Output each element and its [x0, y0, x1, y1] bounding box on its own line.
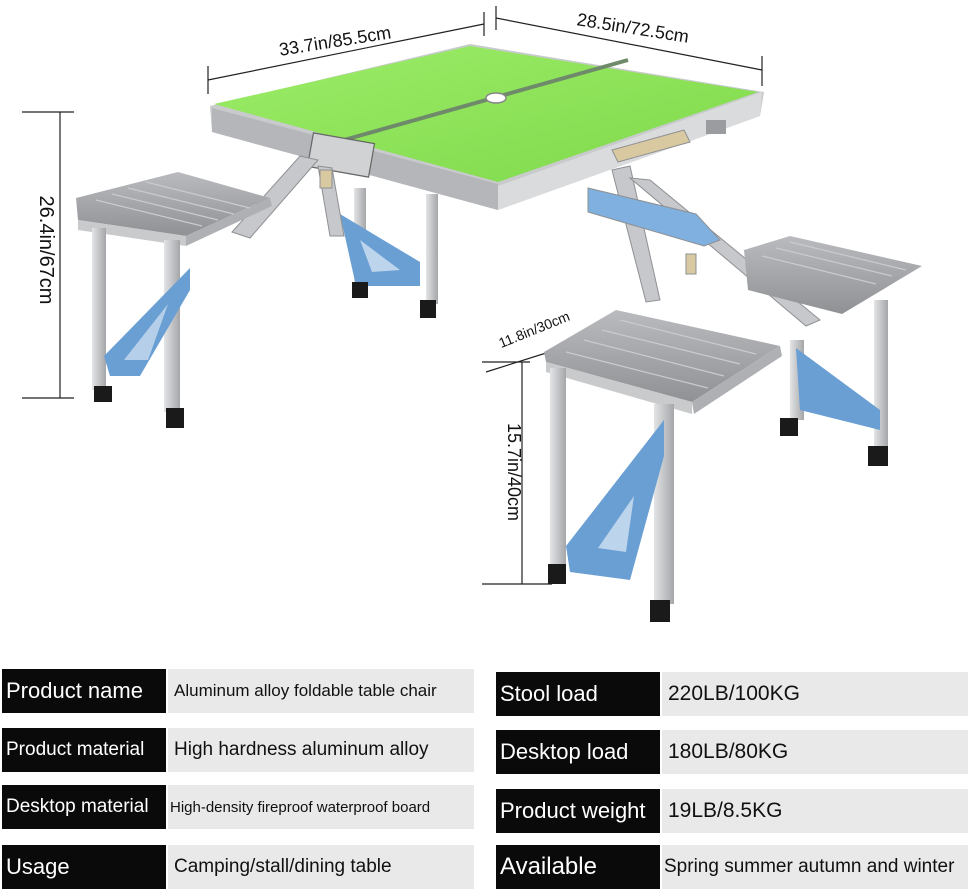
left-stool	[76, 172, 272, 428]
right-front-stool	[544, 236, 922, 622]
spec-row-available: Available Spring summer autumn and winte…	[496, 845, 968, 889]
spec-label: Usage	[2, 845, 166, 889]
spec-label: Product name	[2, 669, 166, 713]
spec-label: Product weight	[496, 789, 660, 833]
spec-value: Spring summer autumn and winter	[662, 845, 968, 889]
product-illustration: 33.7in/85.5cm 28.5in/72.5cm 26.4in/67cm …	[22, 6, 922, 622]
spec-value: 180LB/80KG	[662, 730, 968, 774]
spec-row-product-weight: Product weight 19LB/8.5KG	[496, 789, 968, 833]
width-dimension-label: 28.5in/72.5cm	[576, 9, 691, 46]
spec-label: Stool load	[496, 672, 660, 716]
spec-label: Desktop load	[496, 730, 660, 774]
seat-height-label: 15.7in/40cm	[504, 423, 524, 521]
spec-row-desktop-load: Desktop load 180LB/80KG	[496, 730, 968, 774]
spec-row-stool-load: Stool load 220LB/100KG	[496, 672, 968, 716]
spec-label: Available	[496, 845, 660, 889]
spec-row-product-name: Product name Aluminum alloy foldable tab…	[2, 669, 474, 713]
spec-label: Product material	[2, 728, 166, 772]
table-height-label: 26.4in/67cm	[35, 196, 57, 305]
spec-label: Desktop material	[2, 785, 166, 829]
spec-row-usage: Usage Camping/stall/dining table	[2, 845, 474, 889]
spec-row-desktop-material: Desktop material High-density fireproof …	[2, 785, 474, 829]
spec-value: Camping/stall/dining table	[168, 845, 474, 889]
spec-row-product-material: Product material High hardness aluminum …	[2, 728, 474, 772]
spec-value: High hardness aluminum alloy	[168, 728, 474, 772]
spec-value: 220LB/100KG	[662, 672, 968, 716]
dimension-lines	[22, 6, 763, 585]
spec-value: High-density fireproof waterproof board	[168, 785, 474, 829]
spec-value: 19LB/8.5KG	[662, 789, 968, 833]
rear-stool-legs	[340, 188, 888, 466]
spec-value: Aluminum alloy foldable table chair	[168, 669, 474, 713]
